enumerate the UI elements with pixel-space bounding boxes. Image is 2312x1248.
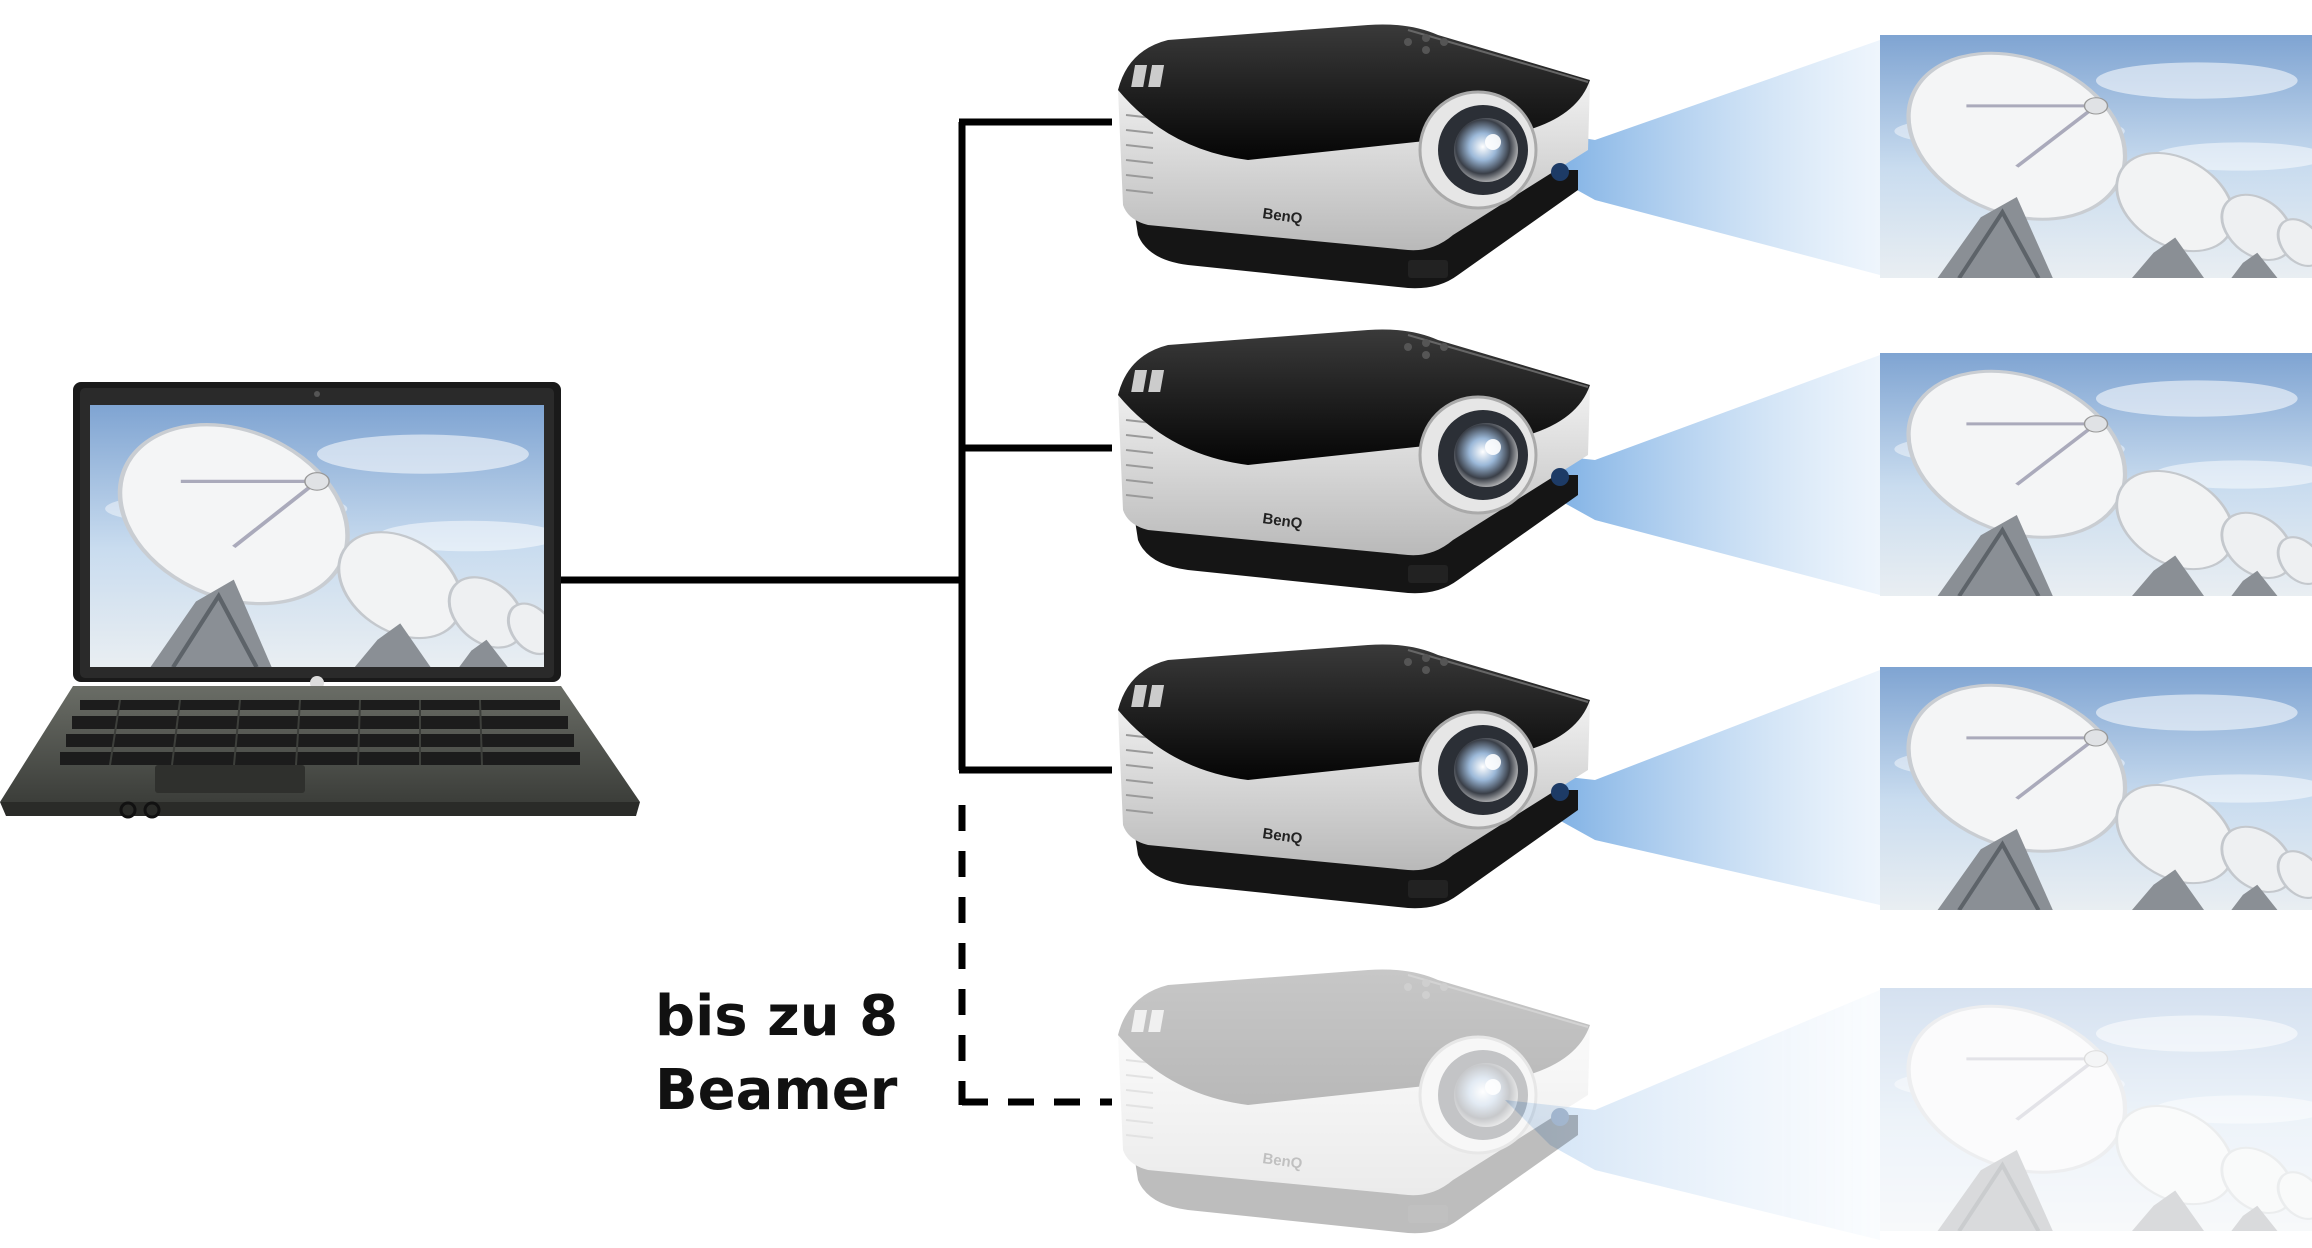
- projector-icon: BenQ: [1118, 329, 1590, 593]
- projector-icon: BenQ: [1118, 24, 1590, 288]
- projector-icon: BenQ: [1118, 969, 1590, 1233]
- cable-network: [560, 118, 1112, 774]
- caption: bis zu 8 Beamer: [655, 980, 898, 1128]
- touchpad: [155, 765, 305, 793]
- projector-3-brand: BenQ: [1261, 825, 1303, 847]
- projector-1-brand: BenQ: [1261, 205, 1303, 227]
- projection-screen-4: [1864, 977, 2312, 1231]
- projector-1: [1118, 24, 1590, 288]
- laptop-screen: [73, 393, 564, 667]
- laptop-icon: [0, 382, 640, 819]
- projector-2-brand: BenQ: [1261, 510, 1303, 532]
- projection-beam-3: [1505, 670, 1880, 905]
- caption-line-2: Beamer: [655, 1058, 898, 1123]
- projection-beam-2: [1505, 355, 1880, 595]
- projection-beam-1: [1505, 40, 1880, 275]
- projector-3: [1118, 644, 1590, 908]
- projector-2: [1118, 329, 1590, 593]
- projection-screen-2: [1864, 342, 2312, 596]
- projection-screen-1: [1864, 24, 2312, 278]
- projector-4-brand: BenQ: [1261, 1150, 1303, 1172]
- keyboard: [60, 700, 580, 765]
- projector-4-optional: [1118, 969, 1590, 1233]
- cable-optional-dashed: [958, 805, 1112, 1106]
- projection-beam-4: [1505, 990, 1880, 1240]
- caption-line-1: bis zu 8: [655, 984, 899, 1049]
- projection-screen-3: [1864, 656, 2312, 910]
- projector-icon: BenQ: [1118, 644, 1590, 908]
